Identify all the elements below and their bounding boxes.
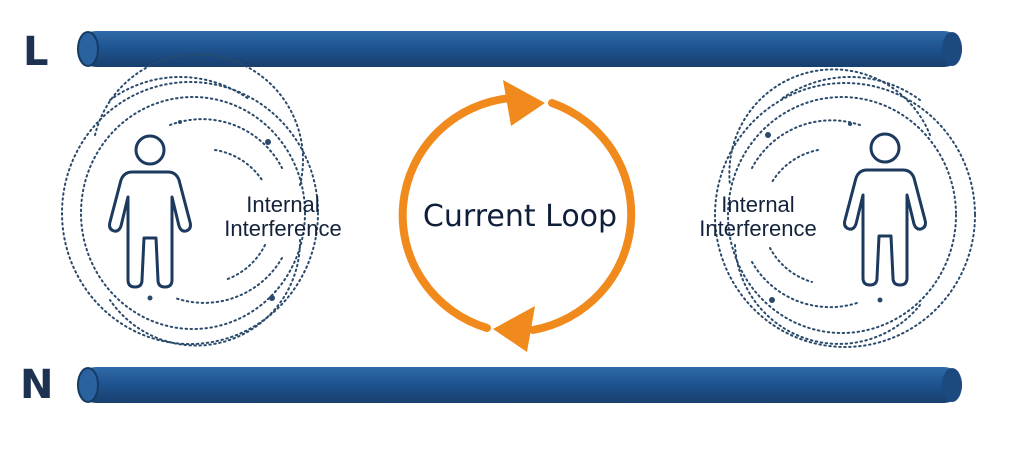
left-interference-line2: Interference bbox=[224, 216, 342, 241]
current-loop-label: Current Loop bbox=[422, 199, 618, 234]
right-interference-field bbox=[714, 68, 976, 348]
circular-arrows-icon bbox=[398, 80, 636, 352]
left-interference-line1: Internal bbox=[246, 192, 320, 217]
left-interference-label: Internal Interference bbox=[213, 193, 353, 241]
live-conductor bbox=[77, 31, 962, 67]
right-interference-label: Internal Interference bbox=[688, 193, 828, 241]
person-icon bbox=[843, 132, 927, 287]
right-interference-line1: Internal bbox=[721, 192, 795, 217]
neutral-conductor bbox=[77, 367, 962, 403]
left-interference-field bbox=[61, 53, 319, 347]
neutral-line-label: N bbox=[20, 362, 54, 408]
left-field-dots bbox=[147, 120, 275, 301]
person-icon bbox=[108, 134, 192, 289]
right-field-dots bbox=[765, 122, 883, 303]
live-line-label: L bbox=[23, 29, 49, 75]
right-interference-line2: Interference bbox=[699, 216, 817, 241]
